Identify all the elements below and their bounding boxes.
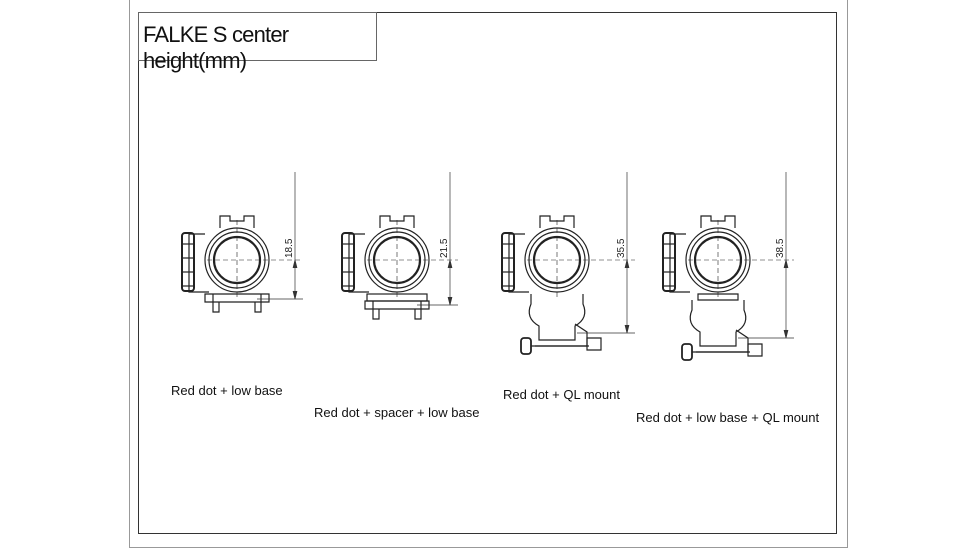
dimension-ql: 35.5 (577, 172, 635, 334)
ql-clamp (692, 343, 763, 357)
arrowheads (624, 259, 630, 334)
dimension-value: 35.5 (616, 238, 627, 258)
adjustment-knob (181, 232, 195, 292)
low-base (364, 300, 430, 320)
side-body (508, 233, 529, 293)
dimension-value: 18.5 (284, 238, 295, 258)
ql-mount (689, 300, 749, 353)
side-body (188, 233, 209, 293)
ql-clamp (531, 337, 602, 351)
dimension-spacer: 21.5 (417, 172, 458, 306)
ql-lever (520, 337, 532, 355)
page-border (129, 0, 848, 548)
caption-low-base-ql-mount: Red dot + low base + QL mount (636, 410, 820, 425)
side-body (669, 233, 690, 293)
adjustment-knob (662, 232, 676, 292)
center-line (207, 220, 303, 298)
center-line (367, 220, 458, 298)
dimension-low: 18.5 (257, 172, 303, 300)
ql-mount (528, 294, 588, 347)
caption-ql-mount: Red dot + QL mount (503, 387, 620, 402)
low-base (697, 293, 739, 301)
dimension-ql-low: 38.5 (738, 172, 794, 339)
arrowheads (447, 259, 453, 306)
drawing-frame (138, 12, 837, 534)
arrowheads (783, 259, 789, 339)
sight-drawing-ql-low (662, 215, 794, 361)
sight-drawing-spacer (341, 215, 458, 320)
sight-drawing-ql (501, 215, 635, 355)
low-base (204, 293, 270, 313)
arrowheads (292, 259, 298, 300)
sight-drawing-low (181, 215, 303, 313)
center-line (527, 220, 635, 298)
adjustment-knob (501, 232, 515, 292)
dimension-value: 21.5 (439, 238, 450, 258)
center-line (688, 220, 794, 298)
caption-spacer-low-base: Red dot + spacer + low base (314, 405, 480, 420)
dimension-value: 38.5 (775, 238, 786, 258)
drawing-title: FALKE S center height(mm) (138, 12, 377, 73)
adjustment-knob (341, 232, 355, 292)
side-body (348, 233, 369, 293)
caption-low-base: Red dot + low base (171, 383, 283, 398)
ql-lever (681, 343, 693, 361)
